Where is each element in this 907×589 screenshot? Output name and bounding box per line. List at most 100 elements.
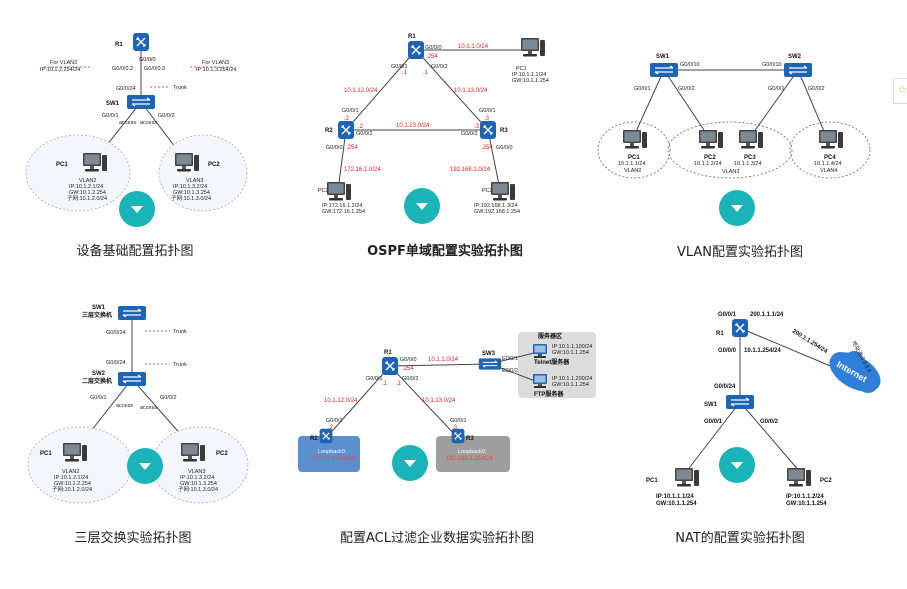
net-r1-r2: 10.1.12.0/24	[344, 88, 378, 94]
telnet-gw: GW:10.1.1.254	[552, 350, 589, 356]
router-r3	[479, 120, 497, 140]
net-r1-pc1: 10.1.1.0/24	[458, 44, 489, 50]
pc1-subnet: 子网:10.1.2.0/24	[52, 486, 92, 493]
pc1-label: PC1	[628, 155, 640, 161]
play-button-2[interactable]	[404, 188, 440, 224]
r1-subif-2: G0/0/0.2	[112, 66, 133, 72]
sw2-g2: G0/0/2	[808, 86, 825, 92]
pc1-label: PC1	[40, 451, 52, 457]
pc1-ip: 10.1.1.1/24	[618, 161, 646, 167]
vlan3-label: VLAN3	[722, 169, 739, 175]
sw2-g1: G0/0/1	[768, 86, 785, 92]
pc1-vlan: VLAN2	[62, 469, 79, 475]
play-button-1[interactable]	[119, 191, 155, 227]
r1-label: R1	[716, 331, 724, 337]
caption-5: 配置ACL过滤企业数据实验拓扑图	[340, 531, 534, 546]
loopback-r2	[298, 436, 360, 472]
side-tab[interactable]: ☆	[893, 78, 907, 104]
pc2-icon	[327, 182, 351, 201]
r1-g000: G0/0/0	[718, 348, 737, 354]
play-button-6[interactable]	[719, 447, 755, 483]
topology-device-basic: R1 G0/0/0 G0/0/0.2 G0/0/0.3 For VLAN2 IP…	[25, 32, 248, 212]
ftp-name: FTP服务器	[534, 390, 564, 398]
caption-2: OSPF单域配置实验拓扑图	[367, 244, 523, 259]
r3-dot3-b: .3	[474, 124, 480, 130]
r1-254: .254	[426, 54, 438, 60]
caption-6: NAT的配置实验拓扑图	[675, 531, 805, 546]
router-r1	[407, 40, 425, 60]
sw3-e2: E0/0/2	[502, 368, 518, 374]
pc1-ip: IP:10.1.1.1/24	[656, 494, 694, 500]
inside-ip: 10.1.1.254/24	[744, 348, 781, 354]
r2-g002: G0/0/2	[356, 131, 373, 137]
r1-port: G0/0/0	[139, 57, 156, 63]
switch-sw3	[478, 357, 502, 371]
sw1-downlink: G0/0/24	[106, 330, 126, 336]
pc1-gw: GW:10.1.1.254	[512, 78, 549, 84]
pc4-icon	[819, 130, 843, 149]
sw2-sub: 二层交换机	[82, 377, 112, 385]
r2-dot2: .2	[344, 116, 350, 122]
switch-sw2	[117, 371, 147, 387]
sw1-uplink: G0/0/24	[714, 384, 736, 390]
pc1-subnet: 子网:10.1.2.0/24	[67, 195, 107, 202]
pc1-icon	[623, 130, 647, 149]
r1-subif-3: G0/0/0.3	[144, 66, 165, 72]
topology-l3-switch: SW1 三层交换机 G0/0/24 Trunk G0/0/24 Trunk SW…	[27, 305, 249, 504]
diagram-ospf: R1 R2 R3 G0/0/0 .254 G0/0/1 G0/0/2 .1 .1…	[316, 30, 556, 220]
topology-ospf: R1 R2 R3 G0/0/0 .254 G0/0/1 G0/0/2 .1 .1…	[318, 34, 549, 215]
r1-label: R1	[384, 350, 392, 356]
play-button-5[interactable]	[392, 445, 428, 481]
vlan2-area	[25, 134, 131, 212]
ip-out: 200.1.1.1/24	[750, 312, 784, 318]
r3-label: R3	[466, 436, 474, 442]
pc1-icon	[521, 38, 545, 57]
play-button-3[interactable]	[719, 190, 755, 226]
pc2-icon	[699, 130, 723, 149]
sw1-uplink: G0/0/24	[116, 86, 136, 92]
sw1-sub: 三层交换机	[82, 311, 112, 319]
pc1-gw: GW:10.1.2.254	[69, 190, 106, 196]
pc2-ip: IP:10.1.3.2/24	[180, 475, 214, 481]
r3-g002: G0/0/2	[461, 131, 478, 137]
r3-g000: G0/0/0	[496, 145, 513, 151]
r3-dot3: .3	[452, 425, 458, 431]
topology-vlan: SW1 SW2 G0/0/10 G0/0/10 G0/0/1 G0/0/2 G0…	[597, 54, 871, 179]
sw1-label: SW1	[656, 54, 670, 60]
pc2-label: PC2	[704, 155, 716, 161]
r1-dot1-a: .1	[402, 70, 408, 76]
r1-g000: G0/0/0	[425, 45, 442, 51]
r1-254: .254	[402, 366, 414, 372]
pc2-ip: IP:10.1.1.2/24	[786, 494, 824, 500]
for-vlan3: For VLAN3	[202, 60, 229, 66]
sw1-g1: G0/0/1	[634, 86, 651, 92]
topology-nat: G0/0/1 200.1.1.1/24 R1 200.1.1.254/24 地址…	[646, 312, 881, 507]
router-r1	[731, 318, 749, 338]
net-r1-r2: 10.1.12.0/24	[324, 398, 358, 404]
r1-g001: G0/0/1	[391, 64, 408, 70]
sw1-g1: G0/0/1	[704, 419, 723, 425]
sw3-e1: E0/0/1	[502, 356, 518, 362]
lb2-label: Loopback0:	[458, 449, 487, 455]
pc2-icon	[787, 468, 811, 487]
pc1-label: PC1	[56, 162, 68, 168]
sw2-label: SW2	[92, 371, 106, 377]
r1-label: R1	[115, 42, 123, 48]
telnet-ip: IP:10.1.1.100/24	[552, 344, 592, 350]
pc2-label: PC2	[208, 162, 220, 168]
sw1-label: SW1	[92, 305, 106, 311]
pc1-gw: GW:10.1.1.254	[656, 501, 697, 507]
sw2-g2: G0/0/2	[160, 395, 177, 401]
r2-254: .254	[346, 145, 358, 151]
pc2-gw: GW:172.16.1.254	[322, 209, 365, 215]
switch-sw1	[649, 62, 679, 78]
net-r2-pc2: 172.16.1.0/24	[344, 167, 381, 173]
play-button-4[interactable]	[127, 448, 163, 484]
pc2-gw: GW:10.1.1.254	[786, 501, 827, 507]
switch-sw2	[783, 62, 813, 78]
pc2-vlan: VLAN3	[188, 469, 205, 475]
sw3-label: SW3	[482, 351, 496, 357]
net-r1-r3: 10.1.13.0/24	[454, 88, 488, 94]
pc2-ip: 10.1.1.2/24	[694, 161, 722, 167]
diagram-vlan: SW1 SW2 G0/0/10 G0/0/10 G0/0/1 G0/0/2 G0…	[596, 48, 886, 188]
